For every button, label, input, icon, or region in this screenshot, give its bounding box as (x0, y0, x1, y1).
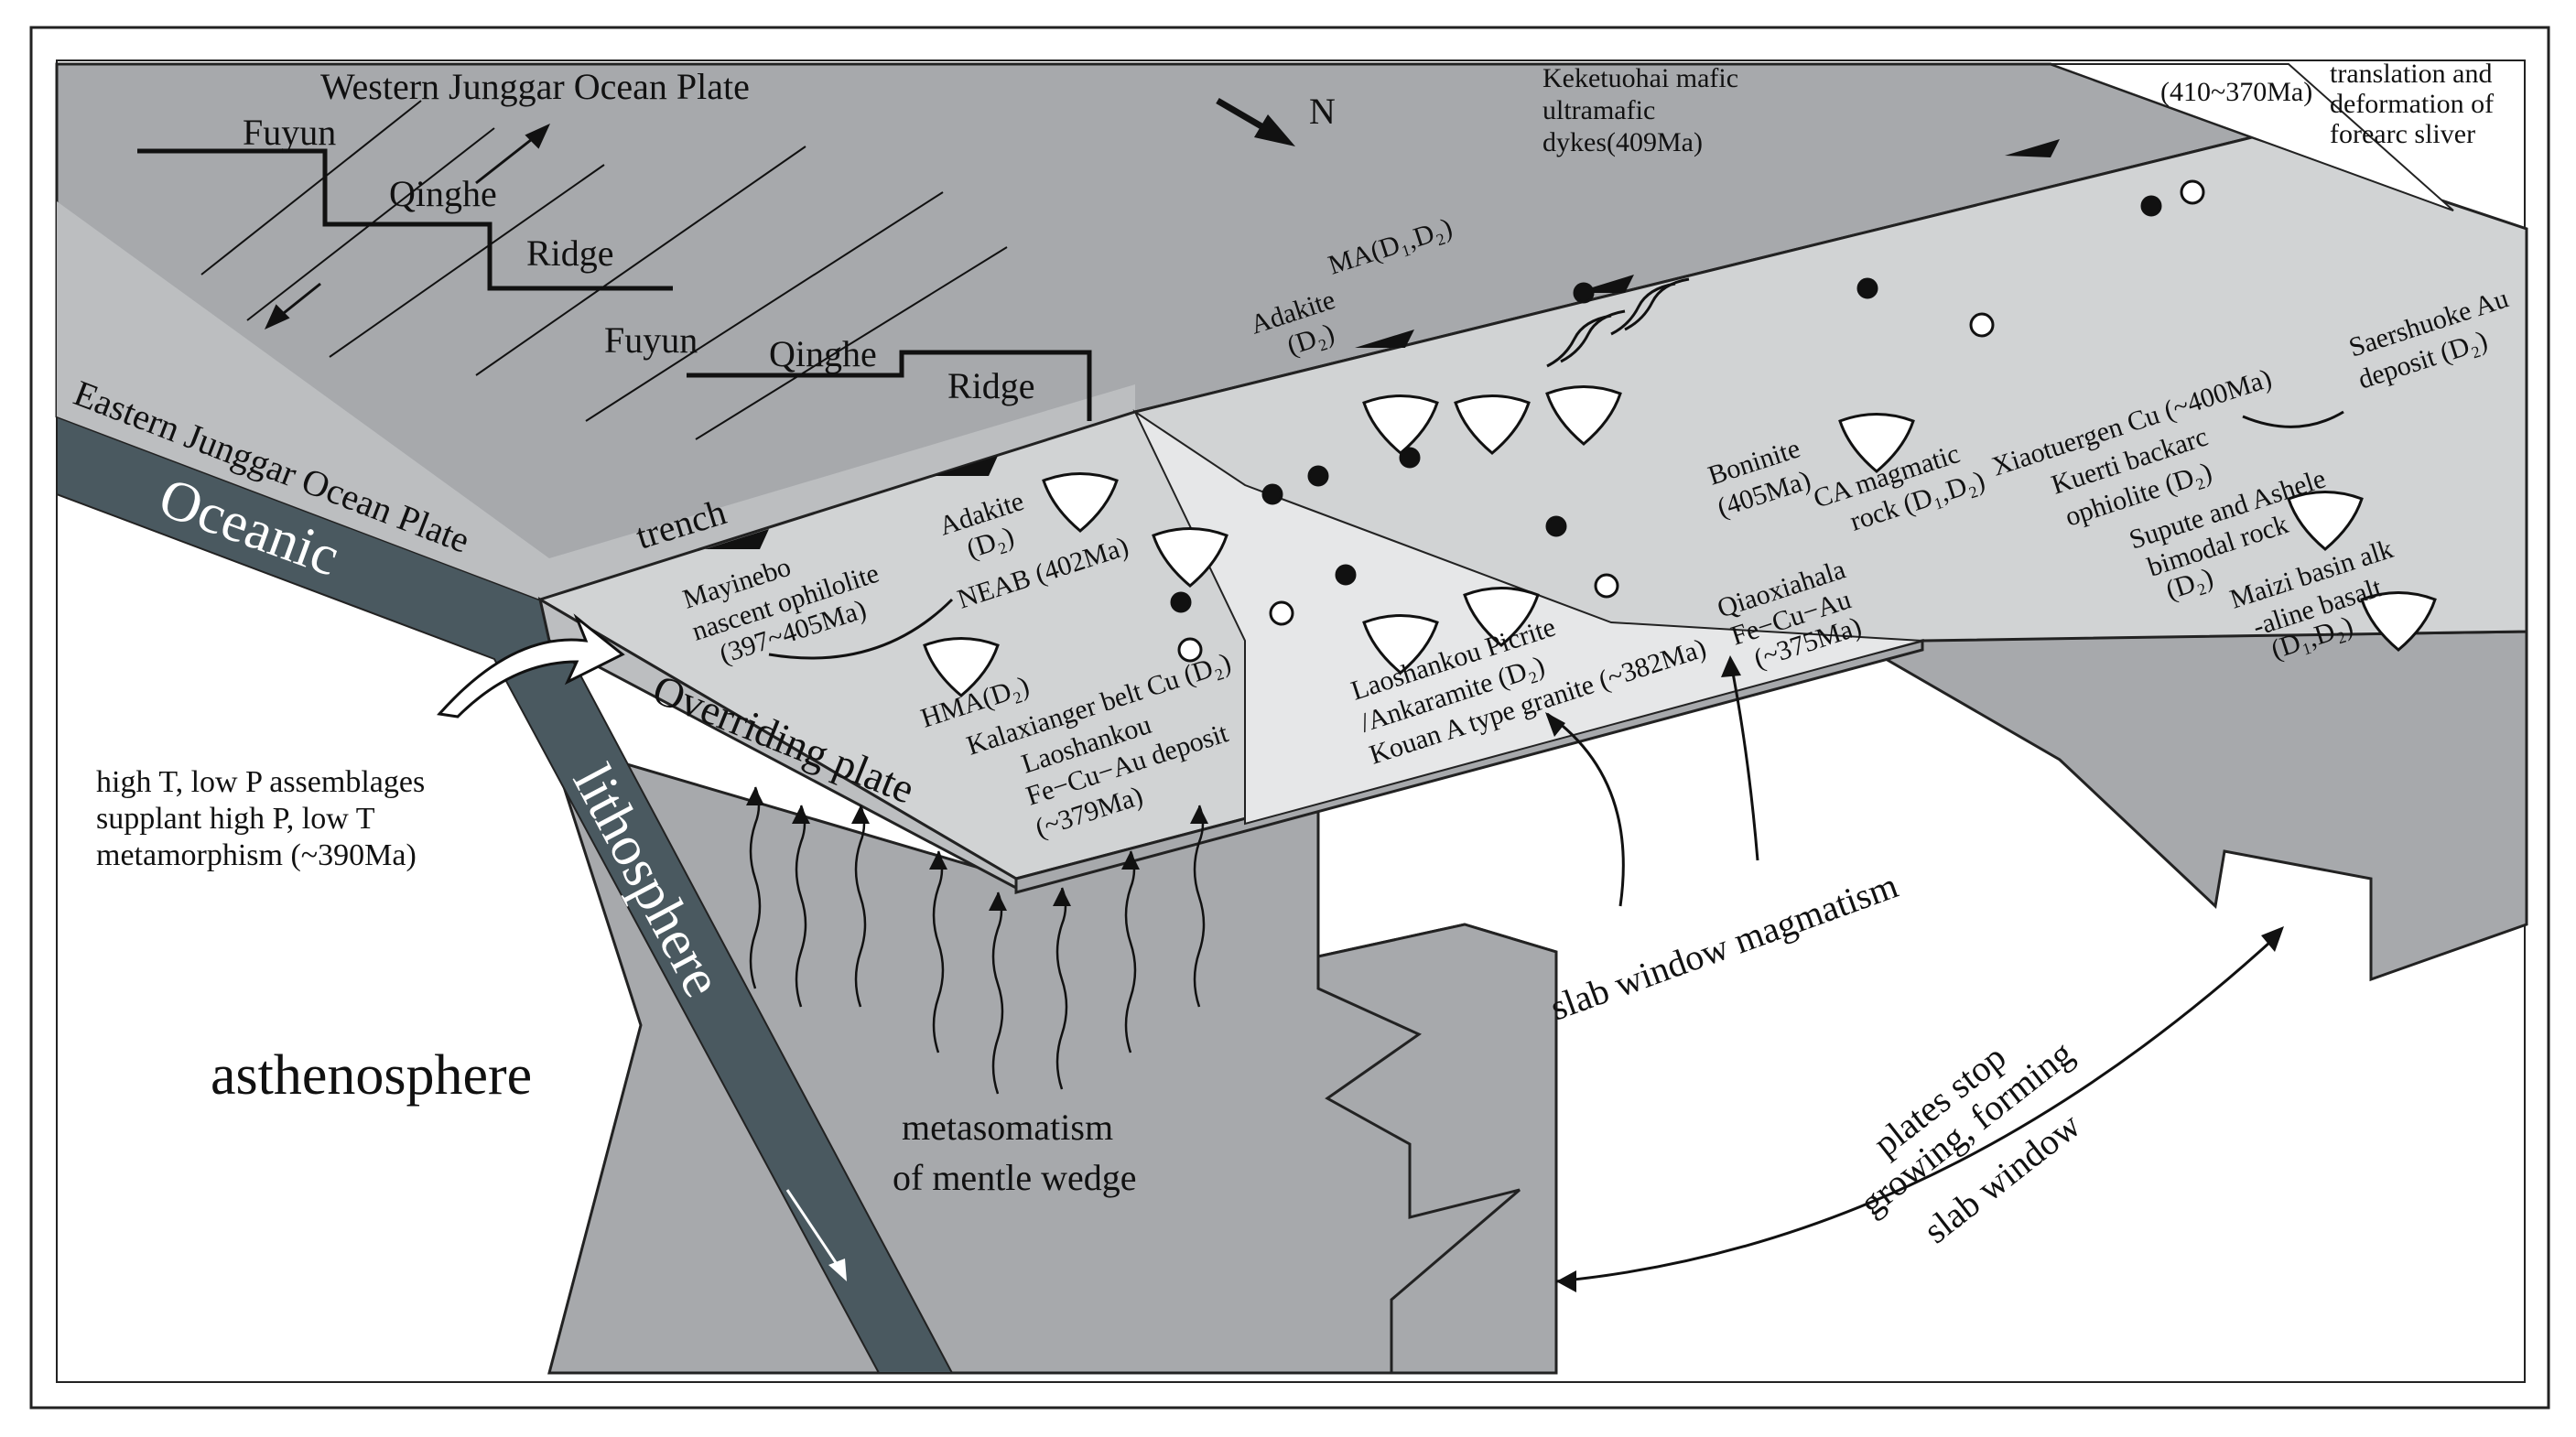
slab-descent-arrow (785, 1189, 847, 1281)
label-qinghe-1: Qinghe (389, 173, 497, 214)
eastern-plate-top (57, 201, 1135, 600)
heat-arrow-heads (746, 787, 1208, 911)
note-metamorphism-1: high T, low P assemblages (96, 765, 425, 799)
label-fuyun-1: Fuyun (243, 112, 336, 153)
heat-flux-arrows (749, 786, 1206, 1095)
label-translation-2: deformation of (2330, 89, 2494, 119)
label-keketuohai-1: Keketuohai mafic (1542, 63, 1738, 93)
note-metamorphism-3: metamorphism (~390Ma) (96, 838, 417, 872)
spreading-arrows (264, 123, 551, 330)
north-label: N (1309, 91, 1336, 132)
slab-window-block-left (1316, 641, 1558, 1375)
label-ridge-2: Ridge (947, 365, 1035, 406)
label-ridge-1: Ridge (526, 232, 614, 274)
label-fuyun-2: Fuyun (604, 319, 698, 361)
note-metasomatism-2: of mentle wedge (893, 1157, 1137, 1198)
high-t-arrow (437, 613, 625, 718)
keketuohai-dykes (1546, 277, 1690, 368)
north-arrow: N (1216, 91, 1336, 146)
outer-frame (29, 26, 2550, 1410)
note-slab-window-magmatism: slab window magmatism (1545, 864, 1903, 1028)
label-translation-age: (410~370Ma) (2160, 77, 2312, 107)
deposit-markers (1170, 179, 2205, 663)
label-keketuohai-2: ultramafic (1542, 95, 1655, 125)
note-metasomatism-1: metasomatism (902, 1107, 1113, 1148)
ridge-transform-lines (137, 100, 1092, 440)
magmatism-arrowheads (1545, 655, 1741, 737)
label-asthenosphere: asthenosphere (211, 1044, 532, 1107)
magmatism-arrows (1546, 658, 1759, 907)
slab-window-arrow (1555, 926, 2284, 1292)
kuerti-arc (2242, 410, 2344, 428)
label-translation-3: forearc sliver (2330, 119, 2475, 149)
label-keketuohai-3: dykes(409Ma) (1542, 127, 1703, 157)
forearc-sliver (2050, 63, 2454, 211)
label-qinghe-2: Qinghe (769, 333, 877, 374)
label-western-plate: Western Junggar Ocean Plate (320, 66, 750, 107)
mayinebo-arc (768, 598, 954, 660)
magma-pods (923, 385, 2437, 697)
note-metamorphism-2: supplant high P, low T (96, 802, 375, 836)
arc-pale-wedge (1132, 409, 1923, 826)
slab-window-block-right (1884, 630, 2528, 982)
label-translation-1: translation and (2330, 59, 2492, 89)
